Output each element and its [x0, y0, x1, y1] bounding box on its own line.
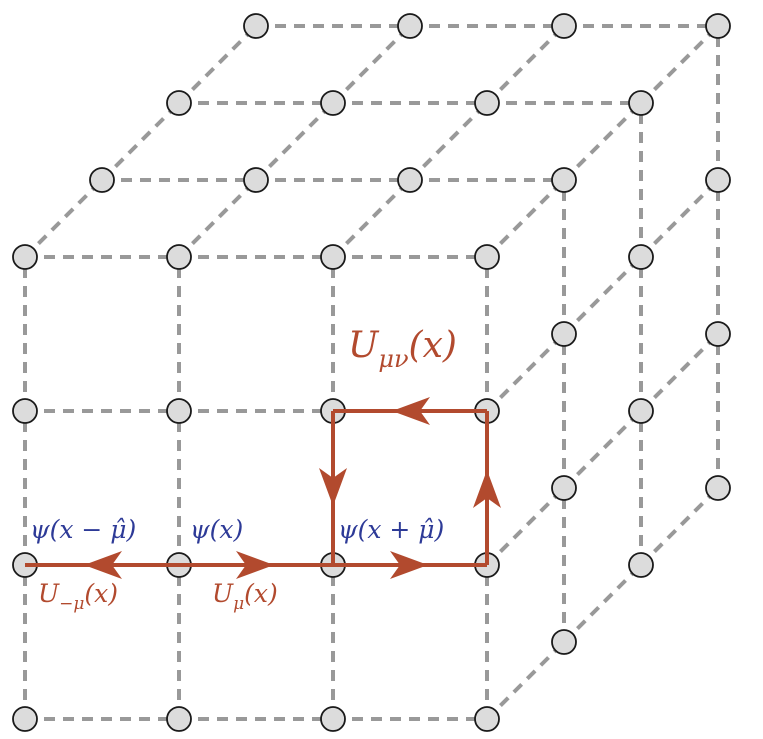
lattice-site	[320, 706, 346, 732]
lattice-edge	[23, 178, 104, 259]
lattice-edge	[331, 24, 412, 105]
lattice-site	[89, 167, 115, 193]
lattice-edge	[485, 486, 566, 567]
lattice-site	[705, 321, 731, 347]
lattice-edge	[331, 178, 412, 259]
lattice-edge	[562, 563, 643, 644]
lattice-edge	[100, 101, 181, 182]
lattice-site	[166, 244, 192, 270]
lattice-site	[551, 321, 577, 347]
arrow-right-icon	[236, 551, 274, 579]
lattice-site	[628, 90, 654, 116]
lattice-site	[551, 13, 577, 39]
lattice-site	[705, 13, 731, 39]
lattice-site	[243, 167, 269, 193]
link-minus-label: U−μ(x)	[38, 579, 118, 614]
lattice-edge	[639, 24, 720, 105]
lattice-site	[166, 398, 192, 424]
arrow-left-icon	[84, 551, 122, 579]
lattice-site	[166, 90, 192, 116]
link-plus-label: Uμ(x)	[212, 579, 278, 614]
psi-plus-label: ψ(x + μ̂)	[338, 515, 444, 544]
lattice-edge	[485, 24, 566, 105]
lattice-site	[397, 167, 423, 193]
lattice-site	[243, 13, 269, 39]
lattice-edge	[562, 409, 643, 490]
lattice-site	[474, 706, 500, 732]
lattice-edge	[639, 486, 720, 567]
lattice-site	[705, 475, 731, 501]
lattice-site	[628, 552, 654, 578]
lattice-site	[320, 90, 346, 116]
lattice-site	[628, 398, 654, 424]
lattice-edge	[562, 255, 643, 336]
lattice-edge	[639, 178, 720, 259]
lattice-site	[166, 706, 192, 732]
lattice-edge	[485, 332, 566, 413]
lattice-edge	[177, 178, 258, 259]
lattice-site	[474, 90, 500, 116]
lattice-edge	[408, 101, 489, 182]
arrow-down-icon	[319, 468, 347, 506]
plaquette-label: Uμν(x)	[348, 325, 457, 373]
arrow-right-icon	[390, 551, 428, 579]
lattice-site	[551, 475, 577, 501]
lattice-site	[12, 706, 38, 732]
arrow-up-icon	[473, 470, 501, 508]
lattice-edges	[23, 24, 720, 721]
lattice-site	[320, 244, 346, 270]
psi-x-label: ψ(x)	[190, 515, 243, 544]
lattice-site	[551, 167, 577, 193]
lattice-edge	[485, 640, 566, 721]
gauge-links	[25, 397, 501, 579]
lattice-site	[705, 167, 731, 193]
arrow-left-icon	[392, 397, 430, 425]
lattice-site	[397, 13, 423, 39]
lattice-edge	[562, 101, 643, 182]
lattice-site	[628, 244, 654, 270]
lattice-edge	[254, 101, 335, 182]
lattice-edge	[177, 24, 258, 105]
lattice-site	[12, 244, 38, 270]
lattice-edge	[639, 332, 720, 413]
psi-minus-label: ψ(x − μ̂)	[30, 515, 136, 544]
lattice-site	[474, 244, 500, 270]
lattice-site	[12, 398, 38, 424]
lattice-site	[551, 629, 577, 655]
lattice-edge	[485, 178, 566, 259]
